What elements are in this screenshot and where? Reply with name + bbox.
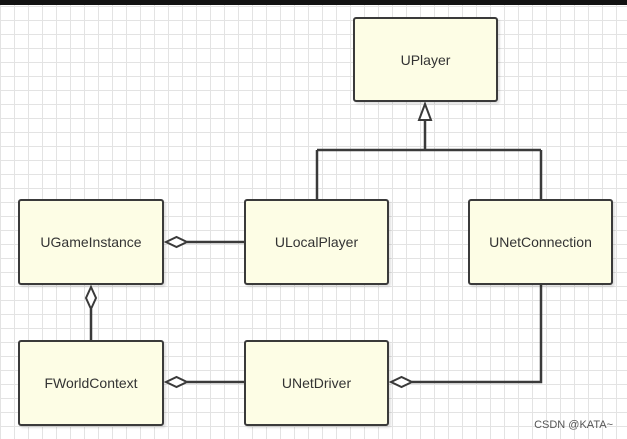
class-box-ulocalplayer[interactable]: ULocalPlayer: [244, 199, 389, 285]
class-name-ugameinstance: UGameInstance: [40, 234, 142, 250]
netdriver-netconnection-line: [412, 285, 543, 384]
class-name-unetconnection: UNetConnection: [489, 234, 592, 250]
top-bar: [0, 0, 627, 5]
inheritance-lines: [315, 119, 543, 199]
class-box-ugameinstance[interactable]: UGameInstance: [18, 199, 164, 285]
gameinstance-worldcontext-diamond: [84, 284, 98, 312]
gameinstance-aggregation-diamond: [163, 235, 190, 249]
class-name-ulocalplayer: ULocalPlayer: [274, 234, 359, 250]
class-box-unetconnection[interactable]: UNetConnection: [468, 199, 613, 285]
class-name-unetdriver: UNetDriver: [281, 375, 352, 391]
class-box-fworldcontext[interactable]: FWorldContext: [18, 340, 164, 426]
generalization-arrowhead: [417, 101, 433, 121]
class-name-fworldcontext: FWorldContext: [44, 375, 138, 391]
class-box-uplayer[interactable]: UPlayer: [353, 17, 498, 102]
netdriver-aggregation-diamond: [388, 375, 415, 389]
class-box-unetdriver[interactable]: UNetDriver: [244, 340, 389, 426]
worldcontext-aggregation-diamond: [163, 375, 190, 389]
csdn-watermark: CSDN @KATA~: [534, 419, 613, 431]
class-name-uplayer: UPlayer: [400, 51, 451, 68]
